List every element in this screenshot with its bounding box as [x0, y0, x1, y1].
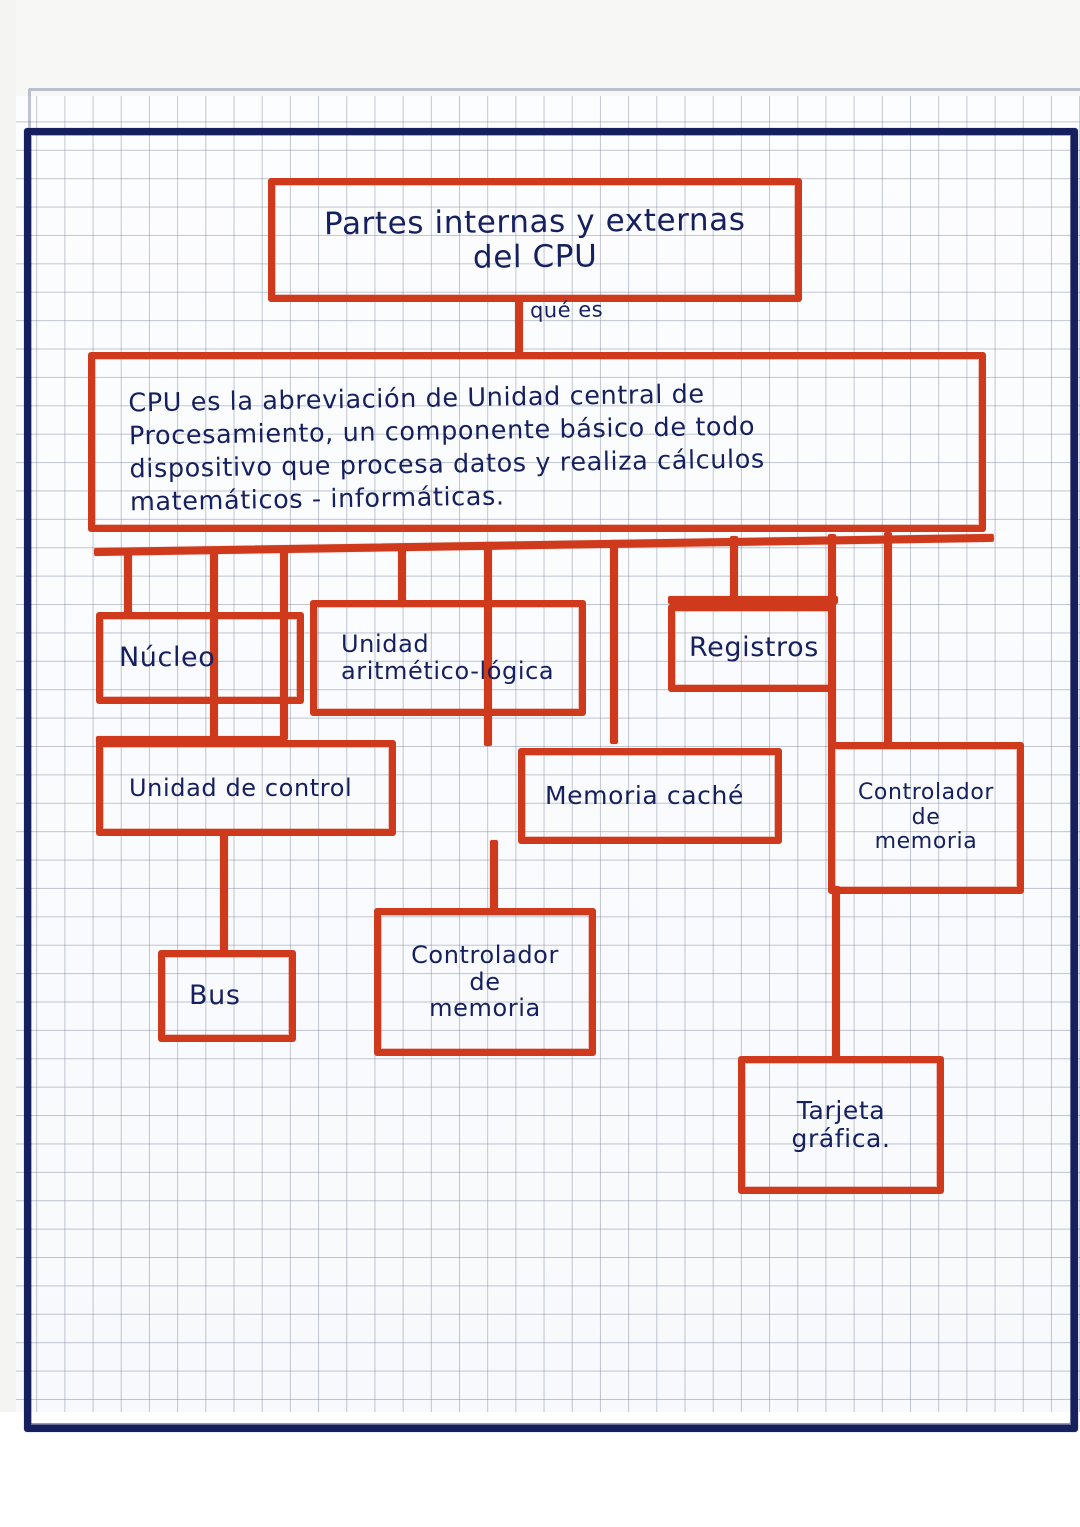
- connector-drop-ctrlmem-right: [884, 532, 892, 744]
- node-controlador-de-memoria-right: Controlador de memoria: [828, 742, 1024, 894]
- connector-ucontrol-to-bus-vertical: [220, 830, 228, 954]
- previous-page-frame: [28, 88, 1080, 131]
- node-unidad-de-control-label: Unidad de control: [129, 773, 353, 802]
- node-definition-label: CPU es la abreviación de Unidad central …: [128, 379, 766, 518]
- connector-drop-registros: [730, 536, 738, 606]
- connector-cache-to-ctrlmem-vertical: [490, 840, 498, 912]
- node-unidad-aritmetico-logica-label: Unidad aritmético-lógica: [341, 630, 555, 685]
- node-unidad-aritmetico-logica: Unidad aritmético-lógica: [310, 600, 586, 716]
- node-tarjeta-grafica: Tarjeta gráfica.: [738, 1056, 944, 1194]
- node-tarjeta-grafica-label: Tarjeta gráfica.: [791, 1096, 891, 1153]
- connector-ctrlmem-to-tarjeta-vertical: [832, 886, 840, 1062]
- paper-sheet: [14, 92, 1080, 1427]
- node-title-box: Partes internas y externas del CPU: [268, 178, 802, 302]
- connector-drop-nucleo: [124, 552, 132, 614]
- paper-top-margin: [0, 0, 1080, 96]
- connector-drop-ucontrol-left: [210, 550, 218, 740]
- node-controlador-de-memoria-bottom-label: Controlador de memoria: [411, 940, 559, 1023]
- connector-drop-ual-left: [280, 548, 288, 740]
- node-bus: Bus: [158, 950, 296, 1042]
- node-controlador-de-memoria-right-label: Controlador de memoria: [857, 780, 995, 855]
- node-memoria-cache-label: Memoria caché: [545, 781, 744, 810]
- node-registros-label: Registros: [689, 631, 819, 663]
- node-nucleo: Núcleo: [96, 612, 304, 704]
- node-registros: Registros: [668, 604, 836, 692]
- connector-drop-cache-mid: [484, 542, 492, 746]
- node-controlador-de-memoria-bottom: Controlador de memoria: [374, 908, 596, 1056]
- connector-label-que-es: qué es: [529, 297, 604, 323]
- connector-drop-ctrlmem-bottom: [610, 540, 618, 744]
- node-definition-box: CPU es la abreviación de Unidad central …: [88, 352, 986, 532]
- node-bus-label: Bus: [189, 979, 241, 1011]
- connector-drop-ual: [398, 544, 406, 606]
- node-unidad-de-control: Unidad de control: [96, 740, 396, 836]
- node-title-label: Partes internas y externas del CPU: [323, 202, 746, 276]
- node-nucleo-label: Núcleo: [119, 641, 216, 673]
- node-memoria-cache: Memoria caché: [518, 748, 782, 844]
- paper-left-margin: [0, 0, 16, 1527]
- navy-page-border: [24, 128, 1078, 1432]
- connector-registros-top-stub: [668, 596, 838, 604]
- connector-title-to-definition-vertical: [515, 296, 523, 356]
